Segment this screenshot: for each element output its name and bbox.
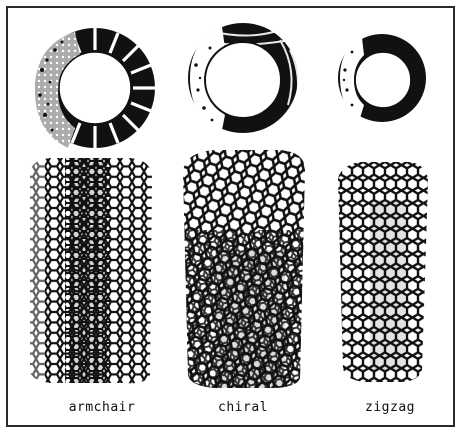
chiral-tube <box>175 140 315 400</box>
armchair-end-view <box>35 28 155 148</box>
zigzag-end-view <box>338 34 426 122</box>
armchair-tube <box>25 150 160 390</box>
chiral-end-view <box>188 23 298 133</box>
zigzag-label: zigzag <box>330 400 450 415</box>
armchair-label: armchair <box>42 400 162 415</box>
zigzag-tube <box>330 155 435 390</box>
chiral-label: chiral <box>183 400 303 415</box>
